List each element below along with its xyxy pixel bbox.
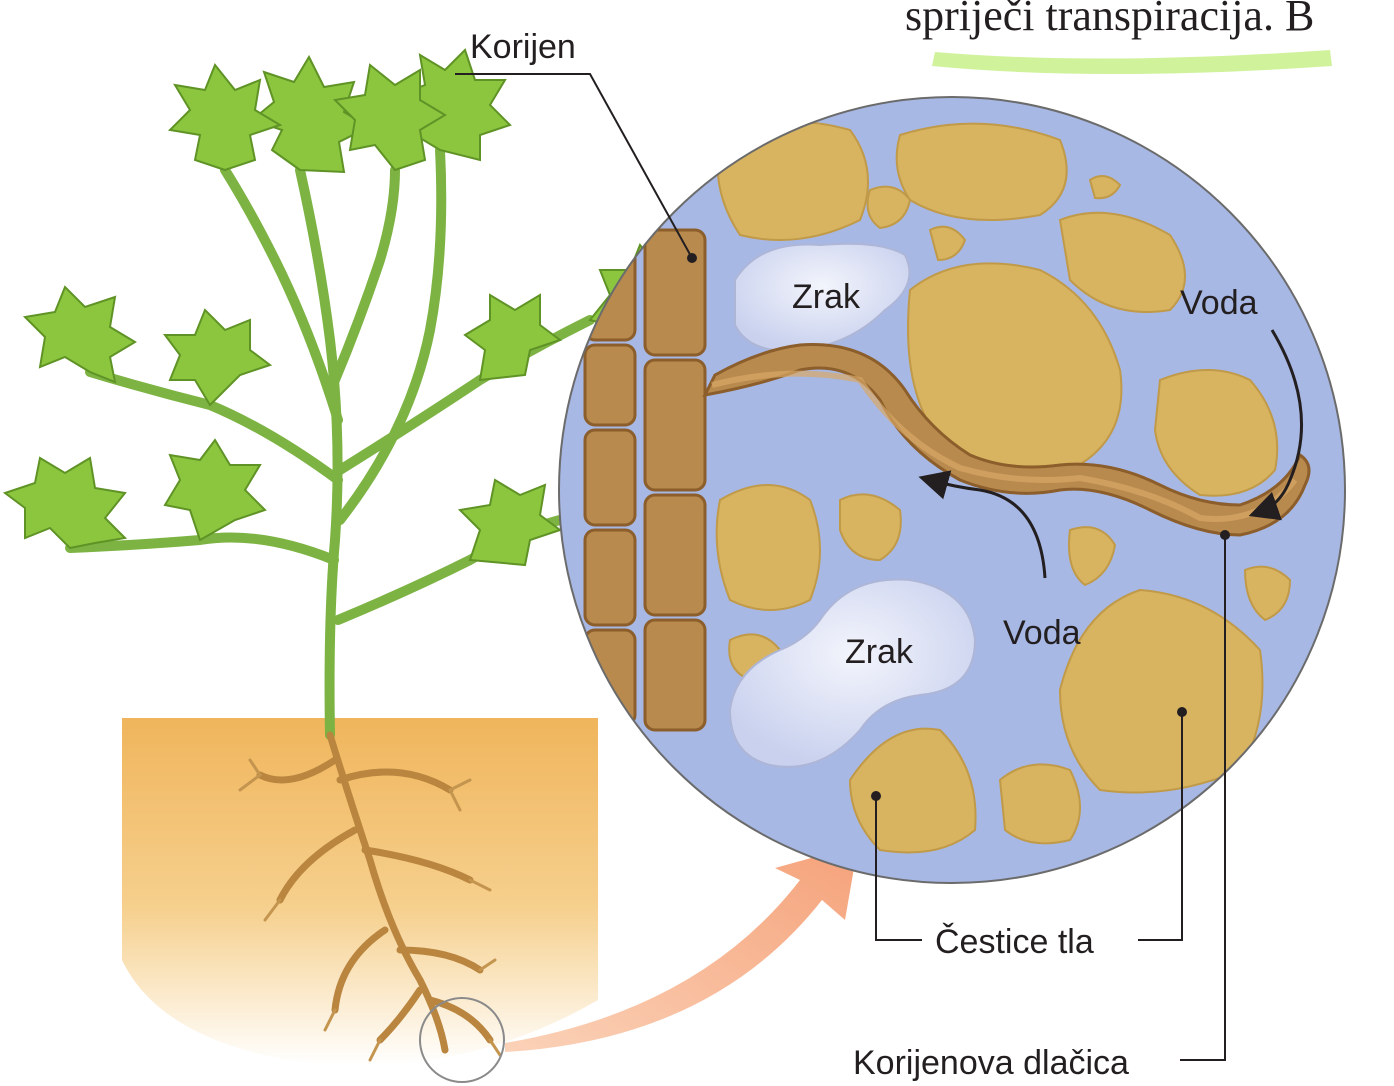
label-root: Korijen xyxy=(470,28,576,66)
header-cropped-text: spriječi transpiracija. B xyxy=(905,0,1314,40)
label-root-hair: Korijenova dlačica xyxy=(853,1044,1129,1082)
label-air-bottom: Zrak xyxy=(845,633,914,671)
label-soil-particles: Čestice tla xyxy=(935,923,1094,961)
label-water-center: Voda xyxy=(1003,614,1081,652)
label-air-top: Zrak xyxy=(792,278,861,316)
header-highlight xyxy=(932,50,1332,74)
label-water-right: Voda xyxy=(1180,284,1258,322)
magnified-view xyxy=(559,97,1345,883)
soil-area xyxy=(122,718,598,1065)
